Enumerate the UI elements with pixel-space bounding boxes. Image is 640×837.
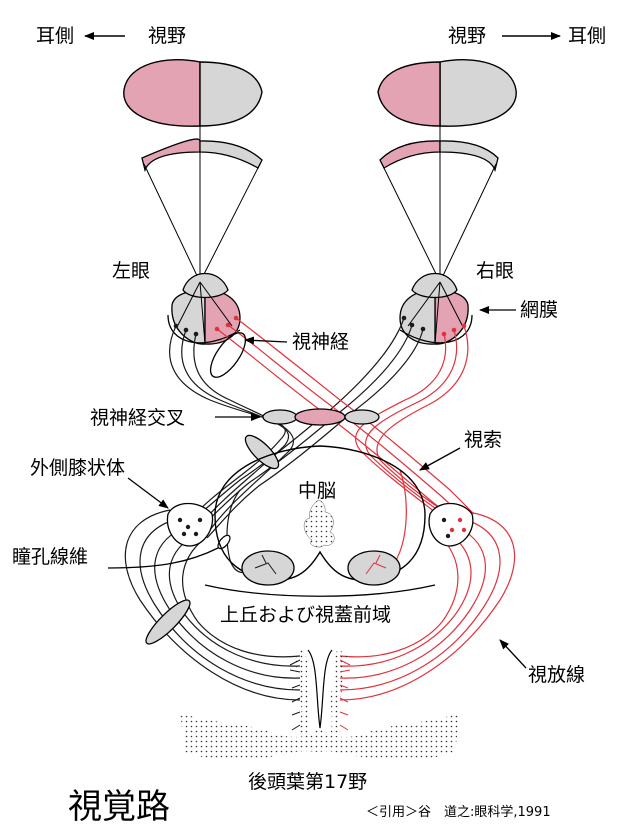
red-fiber-bundle xyxy=(216,317,515,701)
diagram-title: 視覚路 xyxy=(68,787,170,827)
optic-chiasm-ovals xyxy=(262,408,380,426)
left-eyeball xyxy=(167,273,241,345)
optic-tract-label: 視索 xyxy=(464,429,502,451)
occipital-cortex xyxy=(180,649,460,760)
optic-radiation-arrow xyxy=(499,639,527,669)
occipital-area17-label: 後頭葉第17野 xyxy=(248,771,367,793)
optic-nerve-arrow xyxy=(244,336,288,345)
left-lgn xyxy=(166,502,214,547)
visual-field-left-label: 視野 xyxy=(148,25,186,47)
pupil-fiber-oval xyxy=(217,534,231,550)
retina-label: 網膜 xyxy=(520,299,558,321)
optic-tract-arrow xyxy=(419,447,461,471)
right-field-arc xyxy=(379,126,499,283)
optic-chiasm-label: 視神経交叉 xyxy=(90,407,185,429)
left-visual-field xyxy=(123,59,263,127)
visual-field-right-label: 視野 xyxy=(448,25,486,47)
optic-radiation-label: 視放線 xyxy=(528,664,585,686)
left-field-arc xyxy=(141,126,263,283)
right-eye-label: 右眼 xyxy=(476,260,514,282)
right-visual-field xyxy=(377,59,517,127)
optic-nerve-label: 視神経 xyxy=(292,331,349,353)
optic-radiation-oval xyxy=(145,599,191,645)
right-lgn xyxy=(428,502,474,547)
black-fiber-bundle xyxy=(124,317,424,701)
superior-colliculus-label: 上丘および視蓋前域 xyxy=(220,604,391,626)
pupil-fibers-label: 瞳孔線維 xyxy=(12,546,88,568)
left-eye-label: 左眼 xyxy=(112,260,150,282)
lgn-arrow xyxy=(127,477,169,509)
optic-nerve-oval xyxy=(209,332,247,378)
lgn-label: 外側膝状体 xyxy=(30,457,125,479)
optic-tract-oval xyxy=(244,434,280,470)
midbrain-label: 中脳 xyxy=(298,480,336,502)
citation: ＜引用＞谷 道之:眼科学,1991 xyxy=(366,804,551,820)
right-eyeball xyxy=(399,273,473,345)
pupil-fibers-leader xyxy=(107,547,219,569)
midbrain xyxy=(204,445,436,597)
ear-side-right-label: 耳側 xyxy=(568,25,606,47)
ear-side-left-label: 耳側 xyxy=(36,25,74,47)
